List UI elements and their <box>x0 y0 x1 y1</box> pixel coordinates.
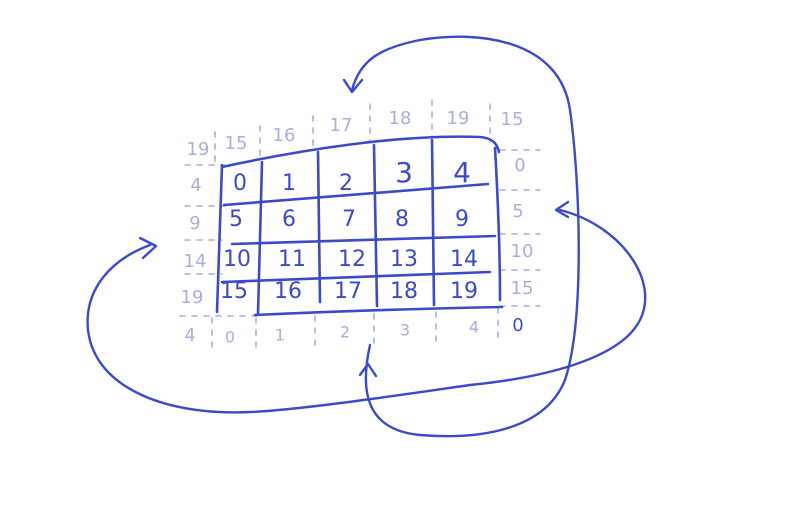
halo-left-3: 19 <box>181 287 204 308</box>
grid-cell-19: 19 <box>450 279 478 304</box>
arrowhead-right <box>554 200 570 219</box>
grid-cell-8: 8 <box>395 207 409 232</box>
grid-cell-16: 16 <box>274 279 302 304</box>
grid-col-line-4 <box>430 138 436 307</box>
grid-cell-2: 2 <box>339 171 353 196</box>
halo-right-1: 5 <box>512 201 523 222</box>
grid-row-line-2 <box>230 234 497 246</box>
grid-cell-15: 15 <box>220 279 248 304</box>
grid-cell-0: 0 <box>233 171 247 196</box>
halo-corner-bottom-left: 4 <box>184 325 195 346</box>
grid-top-border <box>220 135 501 169</box>
halo-left-1: 9 <box>189 213 200 234</box>
grid-cell-13: 13 <box>390 247 418 272</box>
grid-cell-12: 12 <box>338 247 366 272</box>
halo-bottom-3: 3 <box>400 321 410 340</box>
halo-bottom-4: 4 <box>469 318 479 337</box>
grid-row-line-3 <box>220 270 492 284</box>
halo-right-3: 15 <box>511 278 534 299</box>
halo-corner-top-right: 15 <box>501 109 524 130</box>
halo-top-4: 19 <box>447 108 470 129</box>
grid-col-line-3 <box>372 143 379 308</box>
halo-right-2: 10 <box>511 241 534 262</box>
grid-lines <box>215 135 504 317</box>
arrowhead-left <box>138 236 158 260</box>
grid-cell-1: 1 <box>282 171 296 196</box>
arrowhead-bottom <box>358 362 378 378</box>
grid-left-border <box>215 163 224 314</box>
halo-left-0: 4 <box>190 175 201 196</box>
halo-corner-bottom-right: 0 <box>512 315 523 336</box>
grid-col-line-2 <box>316 150 322 304</box>
halo-corner-top-left: 19 <box>187 139 210 160</box>
grid-cell-10: 10 <box>223 247 251 272</box>
halo-bottom-0: 0 <box>225 328 235 347</box>
halo-top-0: 15 <box>225 133 248 154</box>
grid-col-line-1 <box>256 160 264 316</box>
grid-cell-17: 17 <box>334 279 362 304</box>
halo-top-1: 16 <box>273 125 296 146</box>
halo-top-3: 18 <box>389 108 412 129</box>
halo-top-2: 17 <box>330 115 353 136</box>
halo-left-2: 14 <box>184 251 207 272</box>
halo-right-0: 0 <box>514 155 525 176</box>
grid-cell-9: 9 <box>455 207 469 232</box>
grid-cell-14: 14 <box>450 247 478 272</box>
grid-cell-4: 4 <box>453 156 471 189</box>
grid-cell-7: 7 <box>342 207 356 232</box>
halo-bottom-1: 1 <box>275 326 285 345</box>
wrap-arrows <box>86 35 647 438</box>
grid-row-line-1 <box>222 182 490 207</box>
grid-cell-3: 3 <box>395 156 413 189</box>
halo-bottom-2: 2 <box>340 323 350 342</box>
grid-right-border <box>493 146 502 302</box>
wrap-arrow-right-to-left <box>86 208 647 414</box>
grid-bottom-border <box>253 305 504 317</box>
grid-cell-5: 5 <box>229 207 243 232</box>
wrap-arrow-bottom-to-top <box>350 35 580 438</box>
grid-cell-6: 6 <box>282 207 296 232</box>
grid-cell-11: 11 <box>278 247 306 272</box>
grid-cell-18: 18 <box>390 279 418 304</box>
arrowhead-top <box>342 78 364 94</box>
halo-dashed-lines <box>179 99 541 353</box>
